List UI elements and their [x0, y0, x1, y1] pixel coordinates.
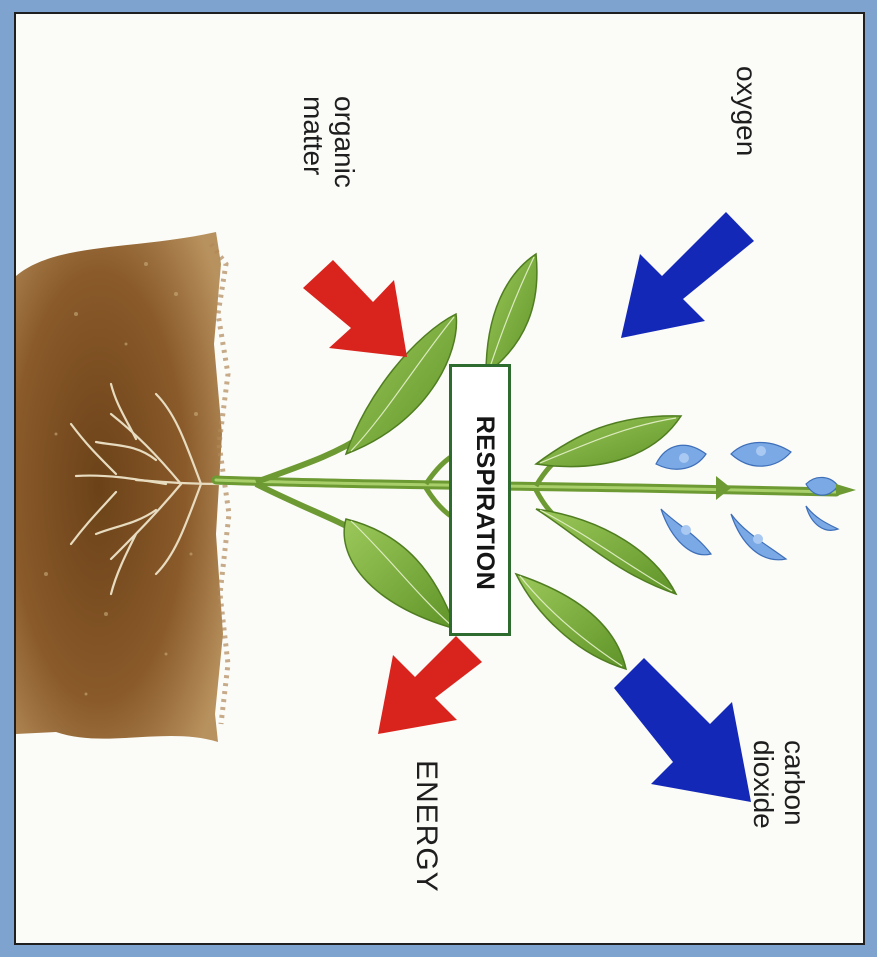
soil-icon: [16, 232, 229, 742]
flower-icon: [656, 442, 856, 559]
label-organic-line2: matter: [298, 96, 329, 188]
label-carbon-line1: carbon: [779, 740, 810, 829]
diagram-panel: organic matter oxygen carbon dioxide ENE…: [14, 12, 865, 945]
label-carbon-line2: dioxide: [748, 740, 779, 829]
oxygen-arrow-icon: [621, 212, 754, 338]
label-organic-line1: organic: [329, 96, 360, 188]
label-oxygen: oxygen: [731, 66, 762, 156]
label-organic-matter: organic matter: [298, 96, 360, 188]
label-carbon-dioxide: carbon dioxide: [748, 740, 810, 829]
organic-matter-arrow-icon: [303, 260, 407, 357]
respiration-label: RESPIRATION: [470, 383, 500, 623]
label-energy: ENERGY: [411, 760, 442, 893]
energy-arrow-icon: [378, 636, 482, 734]
carbon-dioxide-arrow-icon: [614, 658, 751, 802]
respiration-box: RESPIRATION: [449, 364, 511, 636]
